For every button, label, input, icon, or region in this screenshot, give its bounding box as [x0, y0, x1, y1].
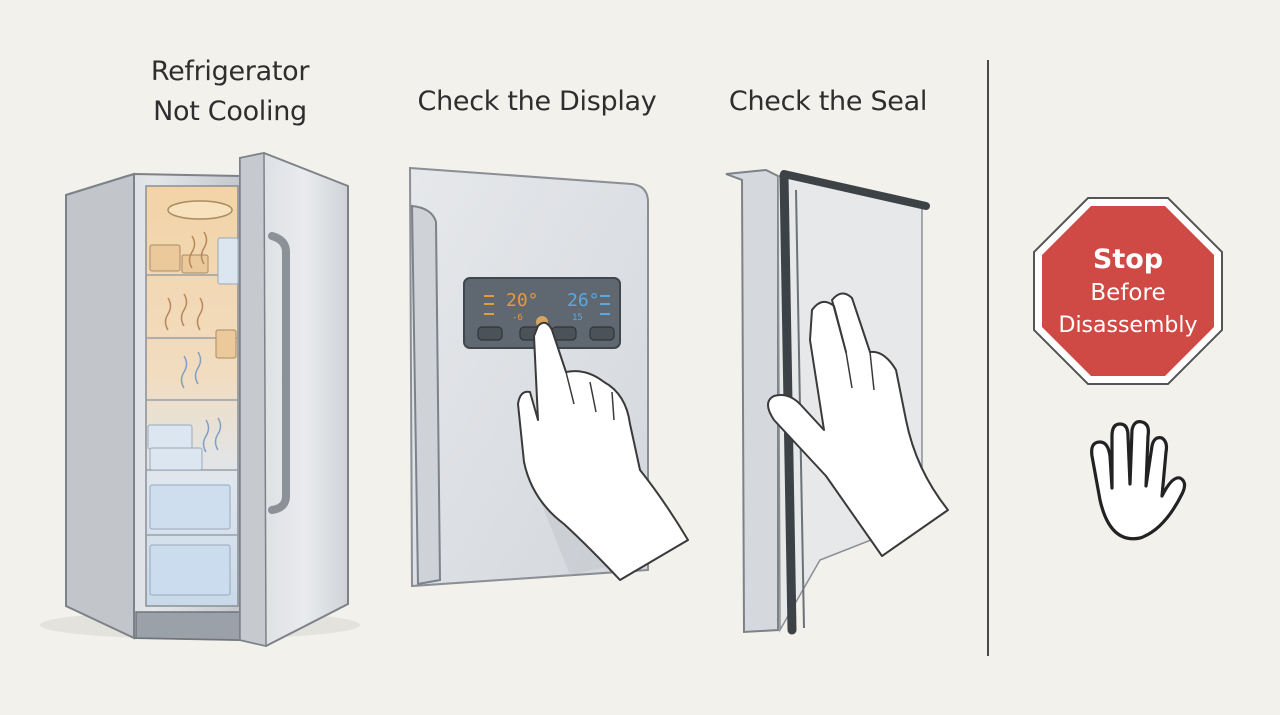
- caption-check-display: Check the Display: [417, 86, 657, 117]
- stop-sign-line-3: Disassembly: [1059, 313, 1198, 338]
- right-sub-readout: 15: [572, 313, 583, 323]
- gasket-top: [780, 170, 930, 210]
- pointing-hand: [517, 321, 689, 581]
- door-edge: [239, 152, 267, 647]
- door-handle: [268, 232, 290, 514]
- stop-sign: Stop Before Disassembly: [1033, 197, 1223, 385]
- caption-line-2: Not Cooling: [153, 96, 307, 127]
- cabinet-edge: [725, 168, 779, 634]
- door-seal-closeup: [725, 168, 949, 635]
- stop-sign-line-1: Stop: [1093, 244, 1163, 275]
- right-indicator-dashes: [600, 295, 610, 315]
- caption-check-seal: Check the Seal: [728, 86, 928, 117]
- fridge-door-closeup: 20° -6 26° 15: [408, 166, 689, 588]
- caption-line-1: Refrigerator: [150, 56, 310, 87]
- seal-checking-hand: [767, 292, 949, 557]
- interior-light: [167, 200, 233, 220]
- left-sub-readout: -6: [512, 313, 523, 323]
- refrigerator-open: [40, 151, 360, 648]
- caption-refrigerator-not-cooling: Refrigerator Not Cooling: [110, 52, 350, 132]
- raised-hand-icon: [1090, 420, 1187, 541]
- warm-air-waves: [164, 231, 208, 331]
- right-temperature-readout: 26°: [567, 290, 600, 311]
- closeup-handle: [410, 204, 442, 586]
- cold-air-waves: [180, 351, 222, 453]
- seal-hand-lines: [845, 351, 875, 391]
- stop-sign-octagon: [1042, 206, 1214, 376]
- left-indicator-dashes: [484, 295, 494, 315]
- fridge-base: [135, 611, 241, 641]
- fridge-side: [65, 172, 135, 640]
- left-temperature-readout: 20°: [506, 290, 539, 311]
- hand-knuckle-lines: [565, 371, 615, 421]
- stop-sign-line-2: Before: [1090, 280, 1165, 306]
- frozen-boxes: [147, 237, 239, 596]
